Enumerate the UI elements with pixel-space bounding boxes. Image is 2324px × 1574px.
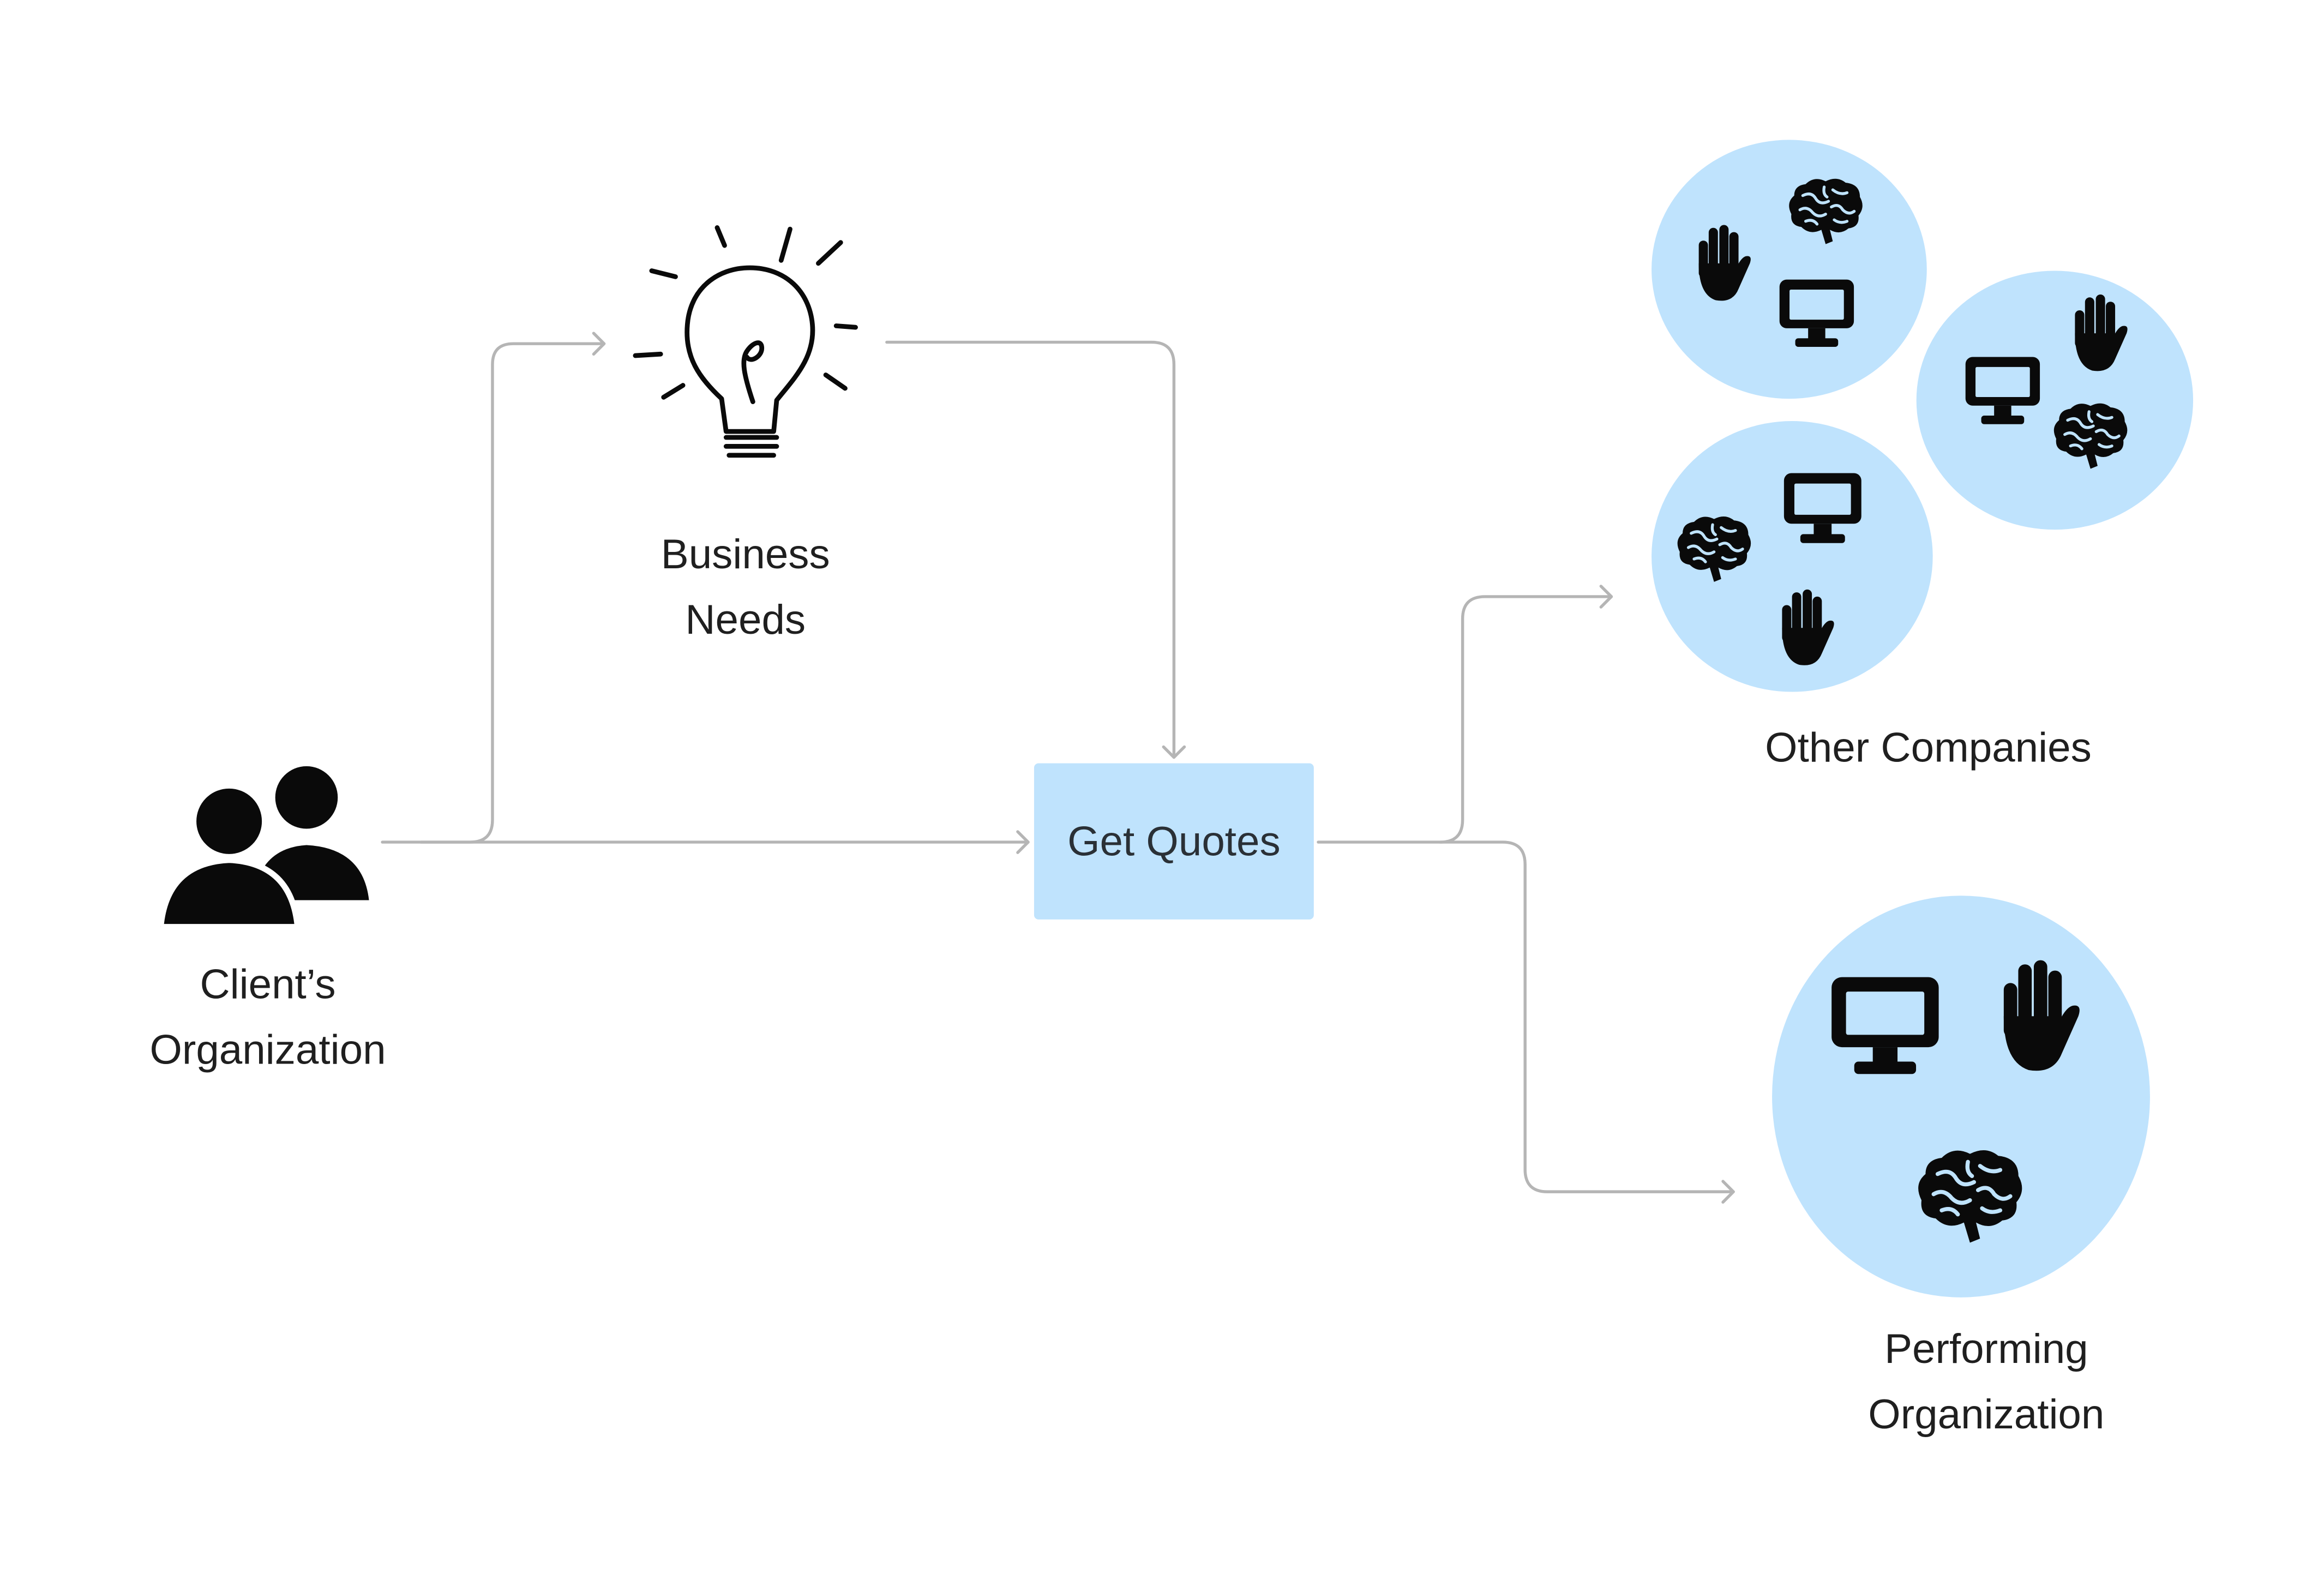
users-icon: [160, 762, 375, 929]
company-cluster-a: [1652, 140, 1927, 399]
lightbulb-icon: [628, 220, 866, 470]
client-label-line2: Organization: [149, 1026, 386, 1073]
arrowhead-performing: [1721, 1180, 1735, 1204]
get-quotes-label: Get Quotes: [1067, 818, 1281, 864]
brain-icon: [1913, 1146, 2026, 1247]
connector-quotes-to-performing: [1438, 840, 1735, 1193]
brain-icon: [2050, 400, 2130, 472]
arrowhead-needs: [592, 332, 606, 356]
needs-label-line1: Business: [660, 531, 830, 578]
performing-organization-label: Performing Organization: [1808, 1317, 2165, 1447]
client-label-line1: Client’s: [200, 961, 336, 1007]
business-needs-label: Business Needs: [597, 522, 894, 653]
needs-label-line2: Needs: [685, 596, 806, 643]
connector-client-to-needs: [419, 342, 606, 844]
connector-quotes-to-other: [1317, 595, 1613, 844]
other-companies-label: Other Companies: [1705, 716, 2151, 781]
company-cluster-b: [1916, 271, 2194, 530]
performing-label-line1: Performing: [1884, 1325, 2088, 1372]
performing-organization-circle: [1772, 896, 2150, 1297]
arrowhead-other: [1599, 585, 1613, 609]
monitor-icon: [1781, 470, 1864, 548]
hand-icon: [1774, 588, 1836, 668]
arrowhead-quotes-top: [1162, 745, 1186, 759]
monitor-icon: [1827, 973, 1943, 1080]
hand-icon: [2065, 293, 2130, 373]
monitor-icon: [1776, 277, 1857, 351]
hand-icon: [1690, 223, 1753, 303]
performing-label-line2: Organization: [1868, 1391, 2105, 1438]
other-companies-text: Other Companies: [1765, 724, 2092, 771]
monitor-icon: [1962, 354, 2043, 428]
hand-icon: [1991, 958, 2083, 1074]
connector-needs-to-quotes: [885, 340, 1176, 759]
arrowhead-quotes-left: [1016, 830, 1030, 854]
brain-icon: [1672, 513, 1756, 585]
client-organization-label: Client’s Organization: [119, 952, 417, 1083]
brain-icon: [1786, 176, 1866, 247]
get-quotes-box: Get Quotes: [1034, 763, 1314, 920]
